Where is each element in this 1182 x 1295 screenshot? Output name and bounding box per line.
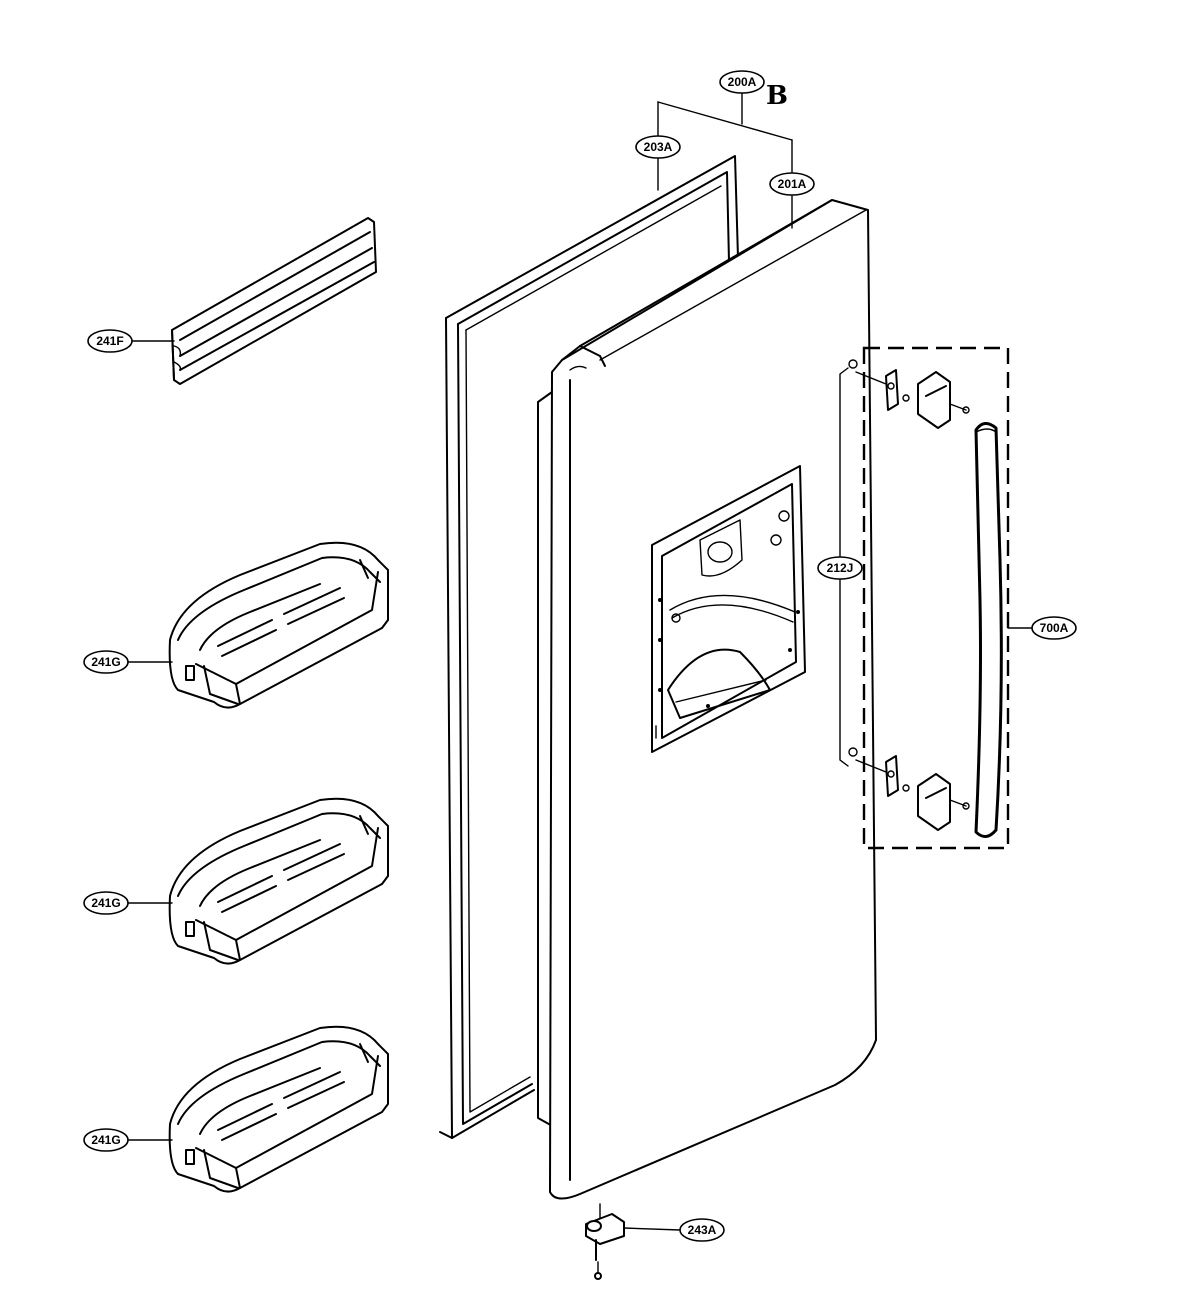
svg-text:241F: 241F	[96, 334, 123, 348]
callout-201A: 201A	[769, 172, 815, 196]
lower-hinge	[585, 1203, 625, 1280]
callout-700A: 700A	[1031, 616, 1077, 640]
svg-text:700A: 700A	[1040, 621, 1069, 635]
svg-text:241G: 241G	[91, 896, 120, 910]
leader-lines	[127, 91, 1033, 1231]
dispenser-recess	[651, 465, 806, 753]
svg-text:200A: 200A	[728, 75, 757, 89]
callout-200A: 200A	[719, 70, 765, 94]
svg-text:241G: 241G	[91, 1133, 120, 1147]
callout-241G-1: 241G	[83, 650, 129, 674]
svg-text:212J: 212J	[827, 561, 854, 575]
callout-243A: 243A	[679, 1218, 725, 1242]
svg-text:241G: 241G	[91, 655, 120, 669]
door-gasket	[439, 155, 739, 1139]
svg-text:203A: 203A	[644, 140, 673, 154]
callout-203A: 203A	[635, 135, 681, 159]
svg-text:201A: 201A	[778, 177, 807, 191]
handle-assembly	[839, 346, 1010, 850]
shelf-rail	[171, 217, 377, 385]
callout-241G-2: 241G	[83, 891, 129, 915]
callout-212J: 212J	[817, 556, 863, 580]
door-bin-3	[168, 1025, 389, 1193]
handwritten-mark: B	[766, 81, 788, 111]
callout-241G-3: 241G	[83, 1128, 129, 1152]
callout-241F: 241F	[87, 329, 133, 353]
door-bin-1	[168, 541, 389, 709]
door-bin-2	[168, 797, 389, 965]
svg-text:243A: 243A	[688, 1223, 717, 1237]
